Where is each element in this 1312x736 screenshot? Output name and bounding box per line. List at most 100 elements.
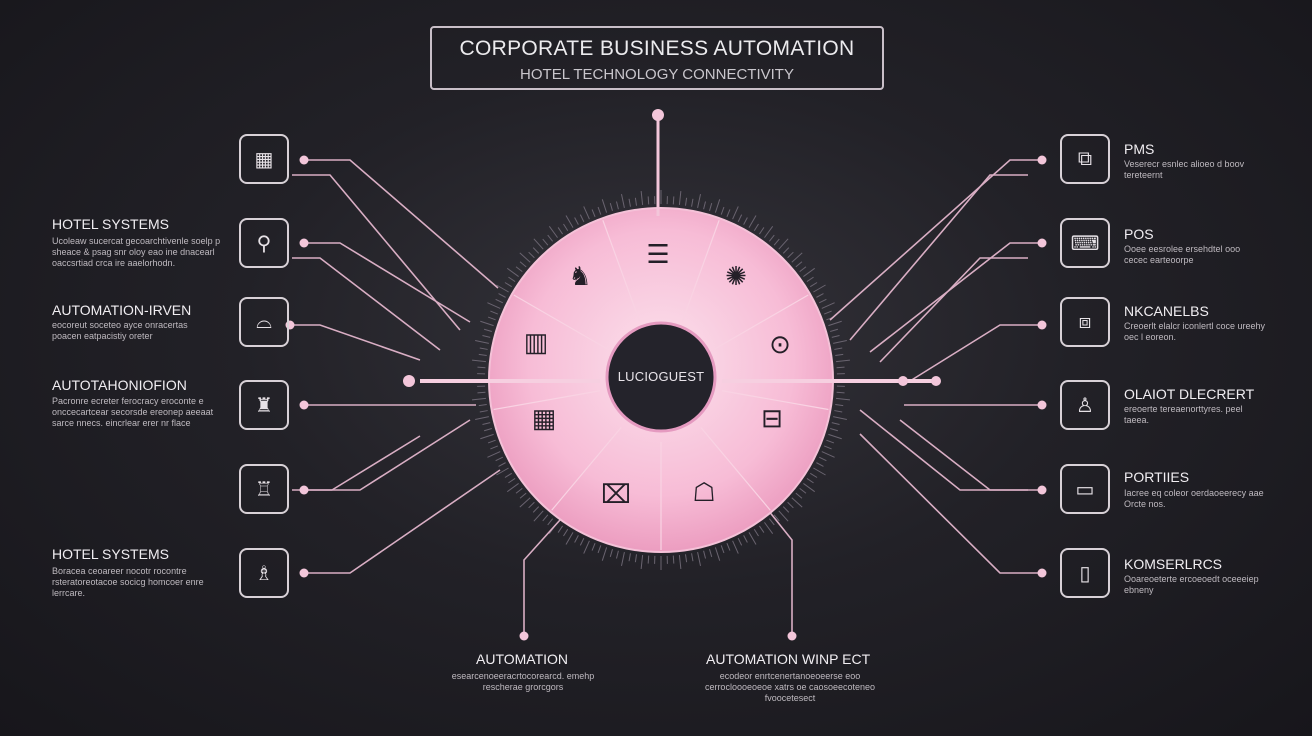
tick-mark [782, 247, 790, 254]
tick-mark [548, 225, 558, 238]
left-item-4-title: AUTOTAHONIOFION [52, 377, 187, 393]
keypad-icon[interactable]: ▦ [531, 402, 557, 433]
connector-wire [304, 469, 501, 574]
tick-mark [836, 366, 845, 369]
tick-mark [813, 467, 826, 476]
connector-wire [859, 409, 1028, 491]
tick-mark [803, 483, 816, 493]
tick-mark [532, 506, 540, 513]
tick-mark [782, 506, 790, 513]
tick-mark [519, 497, 531, 508]
connector-wire [869, 242, 1042, 353]
right-item-2-icon-box[interactable]: ⌨ [1060, 218, 1110, 268]
hub-divider [714, 294, 809, 350]
tick-mark [703, 550, 706, 559]
tick-mark [597, 545, 602, 554]
tick-mark [672, 555, 675, 564]
tick-mark [478, 353, 487, 357]
left-item-6-icon-box[interactable]: ♗ [239, 548, 289, 598]
tick-mark [720, 206, 725, 215]
wire-node [299, 485, 309, 495]
left-item-2-title: HOTEL SYSTEMS [52, 216, 169, 232]
left-item-4-icon-box[interactable]: ♜ [239, 380, 289, 430]
left-item-2-icon-box[interactable]: ⚲ [239, 218, 289, 268]
right-item-4-desc: ereoerte tereaenorttyres. peel taeea. [1124, 404, 1243, 425]
tick-mark [678, 190, 682, 206]
tick-mark [640, 554, 644, 570]
tick-mark [795, 492, 803, 499]
tick-mark [835, 397, 851, 401]
tick-mark [480, 320, 494, 327]
tick-mark [628, 198, 631, 207]
tag-icon: ⚲ [256, 232, 272, 255]
tick-mark [773, 238, 780, 246]
bottom-item-1-desc: esearcenoeeracrtocorearcd. emehp rescher… [451, 671, 595, 692]
tick-mark [519, 261, 527, 268]
tick-mark [835, 359, 851, 363]
left-item-5-icon-box[interactable]: ♖ [239, 464, 289, 514]
hub-divider [551, 427, 622, 511]
hub-divider [493, 390, 601, 411]
card-terminal-icon[interactable]: ⌧ [601, 478, 631, 509]
tick-mark [565, 532, 574, 545]
right-item-3-icon-box[interactable]: ⧈ [1060, 297, 1110, 347]
tick-mark [799, 487, 807, 494]
tick-mark [821, 451, 835, 458]
tick-mark [542, 238, 549, 246]
hotel-building-icon[interactable]: ▥ [523, 326, 549, 357]
tick-mark [616, 201, 619, 210]
tick-mark [691, 553, 694, 562]
tick-mark [519, 252, 531, 263]
right-item-1-title: PMS [1124, 141, 1155, 157]
left-item-3-icon-box[interactable]: ⌓ [239, 297, 289, 347]
tick-mark [574, 217, 579, 225]
connector-wire [849, 174, 1028, 341]
tick-mark [816, 462, 824, 467]
tick-mark [743, 217, 748, 225]
left-item-1-icon-box[interactable]: ▦ [239, 134, 289, 184]
tick-mark [542, 514, 549, 522]
building-icon: ▦ [254, 148, 274, 171]
tick-mark [471, 397, 487, 401]
tick-mark [753, 528, 759, 537]
hub-divider [513, 294, 608, 350]
tick-mark [504, 472, 513, 478]
phone-book-icon: ▯ [1079, 562, 1091, 585]
right-item-1-icon-box[interactable]: ⧉ [1060, 134, 1110, 184]
hub-center-label: LUCIOGUEST [617, 368, 705, 384]
tick-mark [621, 552, 625, 566]
menu-card-icon[interactable]: ☰ [646, 238, 670, 269]
tick-mark [835, 403, 844, 407]
luggage-icon[interactable]: ⊟ [761, 402, 783, 433]
tick-mark [487, 439, 496, 444]
right-item-4-icon-box[interactable]: ♙ [1060, 380, 1110, 430]
wire-node [1037, 400, 1047, 410]
door-tag-icon[interactable]: ☖ [692, 476, 716, 507]
tick-mark [799, 266, 807, 273]
tick-mark [621, 194, 625, 208]
tick-mark [557, 525, 563, 533]
tick-mark [519, 492, 527, 499]
tick-mark [487, 302, 501, 309]
bottom-item-2-title: AUTOMATION WINP ECT [706, 651, 871, 667]
tick-mark [764, 522, 774, 535]
tick-mark [678, 554, 682, 570]
tick-mark [821, 302, 835, 309]
tick-mark [495, 456, 504, 462]
tick-mark [697, 552, 701, 566]
tick-mark [834, 410, 843, 413]
tick-mark [830, 328, 839, 332]
tick-mark [647, 196, 650, 205]
network-cluster-icon[interactable]: ✺ [725, 260, 747, 291]
right-item-5-icon-box[interactable]: ▭ [1060, 464, 1110, 514]
tick-mark [533, 510, 544, 522]
tick-mark [483, 328, 492, 332]
wire-node [519, 631, 529, 641]
connector-wire [292, 174, 461, 331]
tick-mark [563, 223, 569, 232]
smart-lock-icon[interactable]: ⊙ [769, 328, 791, 359]
right-item-6-icon-box[interactable]: ▯ [1060, 548, 1110, 598]
concierge-robot-icon[interactable]: ♞ [568, 260, 592, 291]
tick-mark [709, 202, 713, 211]
tick-mark [834, 347, 843, 350]
